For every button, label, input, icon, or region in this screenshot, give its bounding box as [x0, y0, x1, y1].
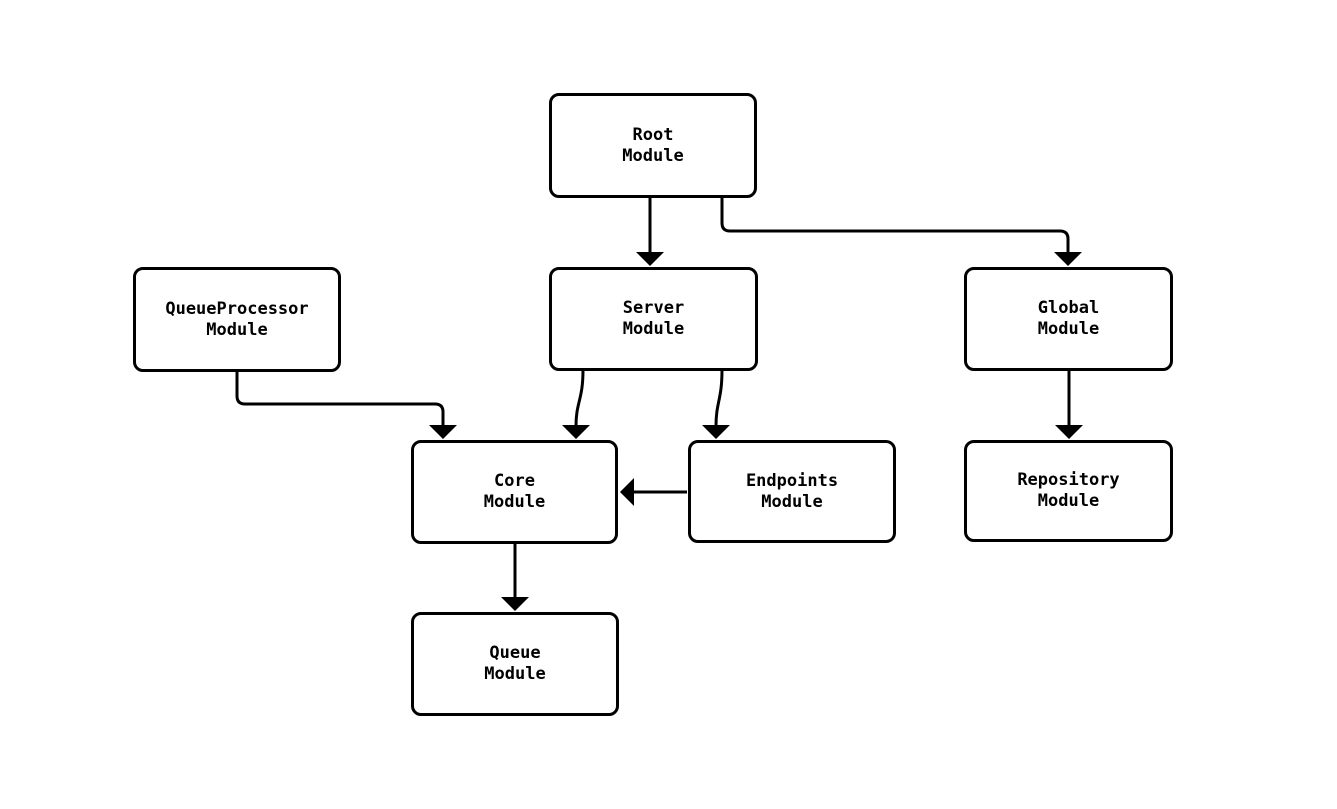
edge-queueprocessor-to-core — [235, 371, 457, 439]
node-label-line: Module — [1037, 491, 1100, 511]
node-core-module: Core Module — [411, 440, 618, 544]
arrowhead-down-icon — [636, 252, 664, 266]
node-label-line: Endpoints — [745, 470, 839, 491]
edge-line — [574, 369, 585, 427]
edge-server-to-core — [562, 369, 590, 439]
node-label-line: Module — [1037, 319, 1100, 339]
node-label-line: Global — [1037, 298, 1100, 318]
node-repository-module: Repository Module — [964, 440, 1173, 542]
node-global-module: Global Module — [964, 267, 1173, 371]
arrowhead-down-icon — [1055, 425, 1083, 439]
node-label-line: Module — [622, 145, 684, 166]
node-server-module: Server Module — [549, 267, 758, 371]
node-label-line: Module — [206, 319, 268, 340]
edge-global-to-repository — [1055, 370, 1083, 439]
arrowhead-down-icon — [702, 425, 730, 439]
node-queueprocessor-module: QueueProcessor Module — [133, 267, 341, 372]
node-root-module: Root Module — [549, 93, 757, 198]
node-label-line: Repository — [1017, 470, 1120, 490]
edge-line — [714, 369, 724, 427]
node-queue-module: Queue Module — [411, 612, 619, 716]
arrowhead-down-icon — [562, 425, 590, 439]
edge-core-to-queue — [501, 543, 529, 611]
node-label-line: Queue — [489, 643, 541, 663]
node-endpoints-module: Endpoints Module — [688, 440, 896, 543]
edge-line — [720, 197, 1070, 253]
edge-endpoints-to-core — [620, 478, 687, 506]
node-label-line: QueueProcessor — [165, 298, 309, 319]
arrowhead-down-icon — [501, 597, 529, 611]
node-label-line: Server — [622, 298, 685, 318]
node-label-line: Root — [632, 124, 674, 145]
edge-line — [235, 371, 445, 426]
arrowhead-down-icon — [429, 425, 457, 439]
node-label-line: Module — [483, 492, 546, 512]
node-label-line: Module — [622, 319, 685, 339]
edge-server-to-endpoints — [702, 369, 730, 439]
arrowhead-down-icon — [1054, 252, 1082, 266]
arrowhead-left-icon — [620, 478, 634, 506]
node-label-line: Module — [761, 491, 823, 512]
node-label-line: Core — [494, 471, 535, 491]
node-label-line: Module — [484, 664, 546, 684]
edge-root-to-global — [720, 197, 1082, 266]
edge-root-to-server — [636, 197, 664, 266]
